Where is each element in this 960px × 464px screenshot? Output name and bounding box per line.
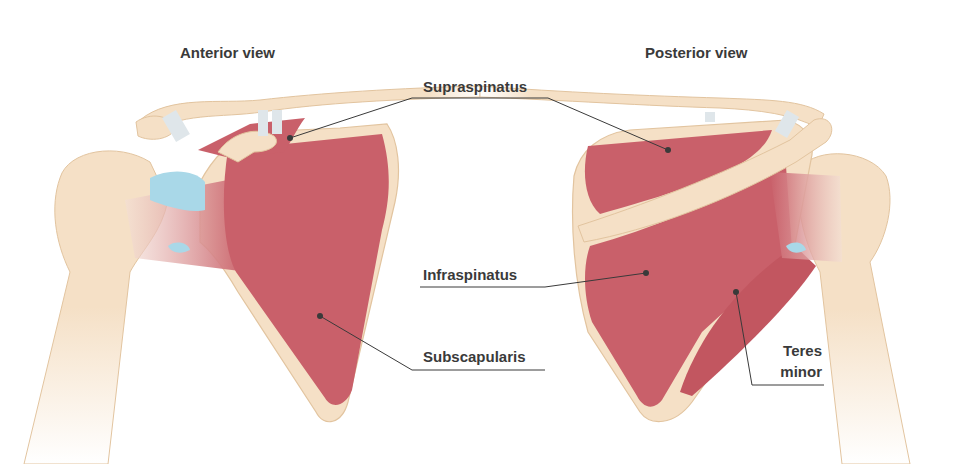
leader-dot [733, 289, 739, 295]
leader-dot [643, 270, 649, 276]
ligament [775, 110, 799, 138]
ligament [258, 110, 268, 136]
view-title: Posterior view [645, 42, 748, 63]
cartilage [786, 243, 806, 253]
leader-line [736, 292, 824, 385]
leader-dot [665, 147, 671, 153]
glenoid-cartilage [150, 172, 205, 211]
muscle-label: Subscapularis [423, 346, 526, 367]
leader-line [290, 98, 668, 150]
muscle-label: Teres minor [760, 340, 822, 382]
posterior-shoulder [480, 86, 910, 464]
muscle-label: Supraspinatus [423, 76, 527, 97]
anterior-shoulder [24, 86, 480, 464]
ligament [272, 110, 282, 134]
ligament [162, 110, 190, 142]
leader-dot [287, 135, 293, 141]
scapular-spine [578, 119, 832, 242]
ligament [705, 112, 715, 122]
rotator-tendon [770, 172, 842, 262]
scapula-bone [200, 124, 398, 422]
cartilage [168, 243, 190, 253]
view-title: Anterior view [180, 42, 275, 63]
subscapularis-muscle [224, 134, 389, 405]
leader-dot [317, 313, 323, 319]
muscle-label: Infraspinatus [423, 264, 517, 285]
leader-line [320, 316, 545, 370]
